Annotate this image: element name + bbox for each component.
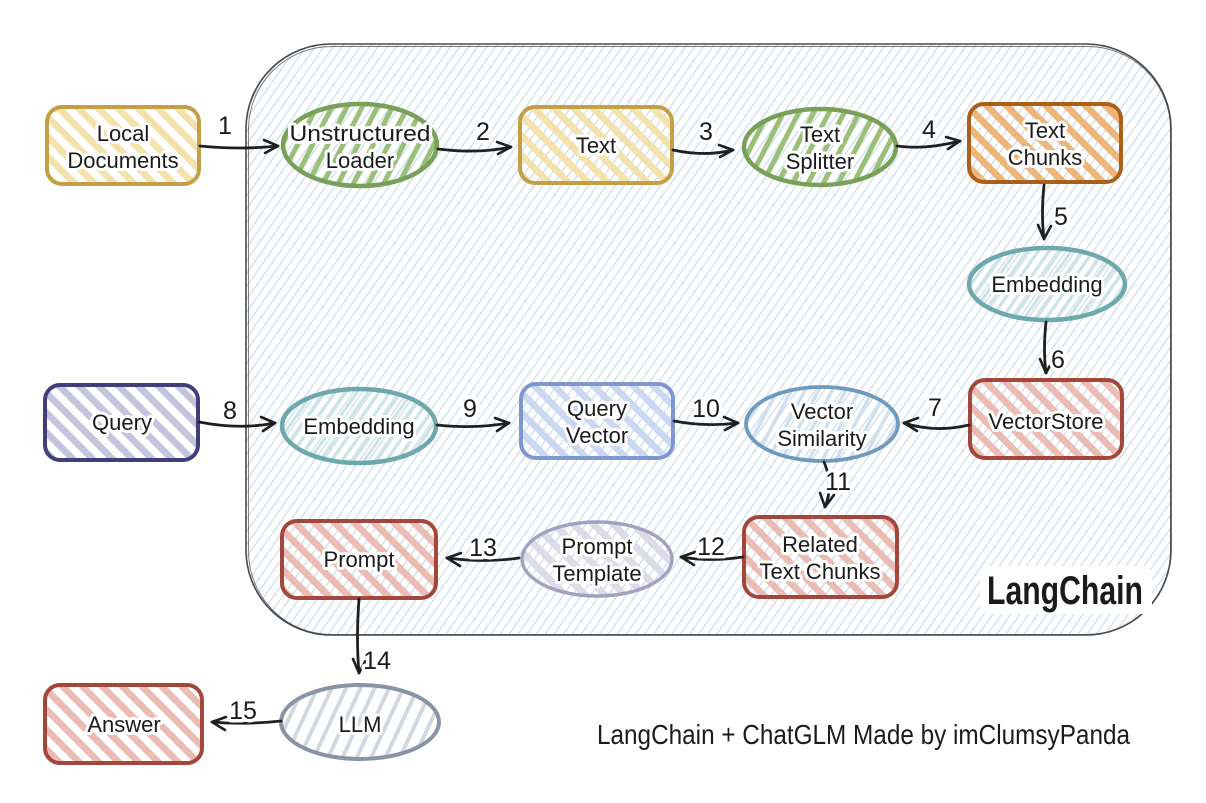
svg-text:Splitter: Splitter (786, 149, 854, 174)
svg-text:10: 10 (692, 395, 720, 423)
svg-text:Similarity: Similarity (777, 426, 866, 451)
svg-text:7: 7 (928, 394, 942, 422)
svg-text:3: 3 (699, 118, 713, 146)
svg-text:11: 11 (825, 468, 851, 496)
svg-text:Embedding: Embedding (303, 414, 414, 439)
svg-text:Text: Text (576, 133, 616, 158)
svg-text:4: 4 (922, 116, 936, 144)
svg-text:8: 8 (223, 397, 237, 425)
svg-text:LangChain + ChatGLM Made by im: LangChain + ChatGLM Made by imClumsyPand… (597, 719, 1130, 750)
svg-text:LangChain: LangChain (987, 569, 1143, 613)
svg-text:6: 6 (1051, 346, 1065, 374)
svg-text:Query: Query (567, 396, 627, 421)
svg-text:Prompt: Prompt (324, 547, 395, 572)
svg-text:Text Chunks: Text Chunks (759, 559, 880, 584)
svg-text:15: 15 (229, 697, 257, 725)
svg-text:13: 13 (469, 534, 497, 562)
svg-text:Documents: Documents (67, 148, 178, 173)
svg-text:5: 5 (1054, 203, 1068, 231)
svg-text:Prompt: Prompt (562, 534, 633, 559)
svg-text:Local: Local (97, 121, 150, 146)
svg-text:Vector: Vector (791, 399, 853, 424)
svg-text:14: 14 (363, 647, 391, 675)
svg-text:Vector: Vector (566, 423, 628, 448)
svg-text:9: 9 (463, 395, 477, 423)
svg-text:Text: Text (800, 122, 840, 147)
svg-text:Chunks: Chunks (1008, 145, 1083, 170)
svg-text:2: 2 (476, 118, 490, 146)
svg-text:Related: Related (782, 532, 858, 557)
svg-text:1: 1 (218, 112, 232, 140)
svg-text:Answer: Answer (87, 712, 160, 737)
svg-text:Unstructured: Unstructured (290, 121, 431, 146)
svg-text:Template: Template (552, 561, 641, 586)
svg-text:Text: Text (1025, 118, 1065, 143)
svg-text:12: 12 (697, 533, 725, 561)
svg-text:Query: Query (92, 410, 152, 435)
svg-text:Embedding: Embedding (991, 272, 1102, 297)
svg-text:Loader: Loader (326, 148, 395, 173)
svg-text:VectorStore: VectorStore (989, 409, 1104, 434)
svg-text:LLM: LLM (339, 712, 382, 737)
